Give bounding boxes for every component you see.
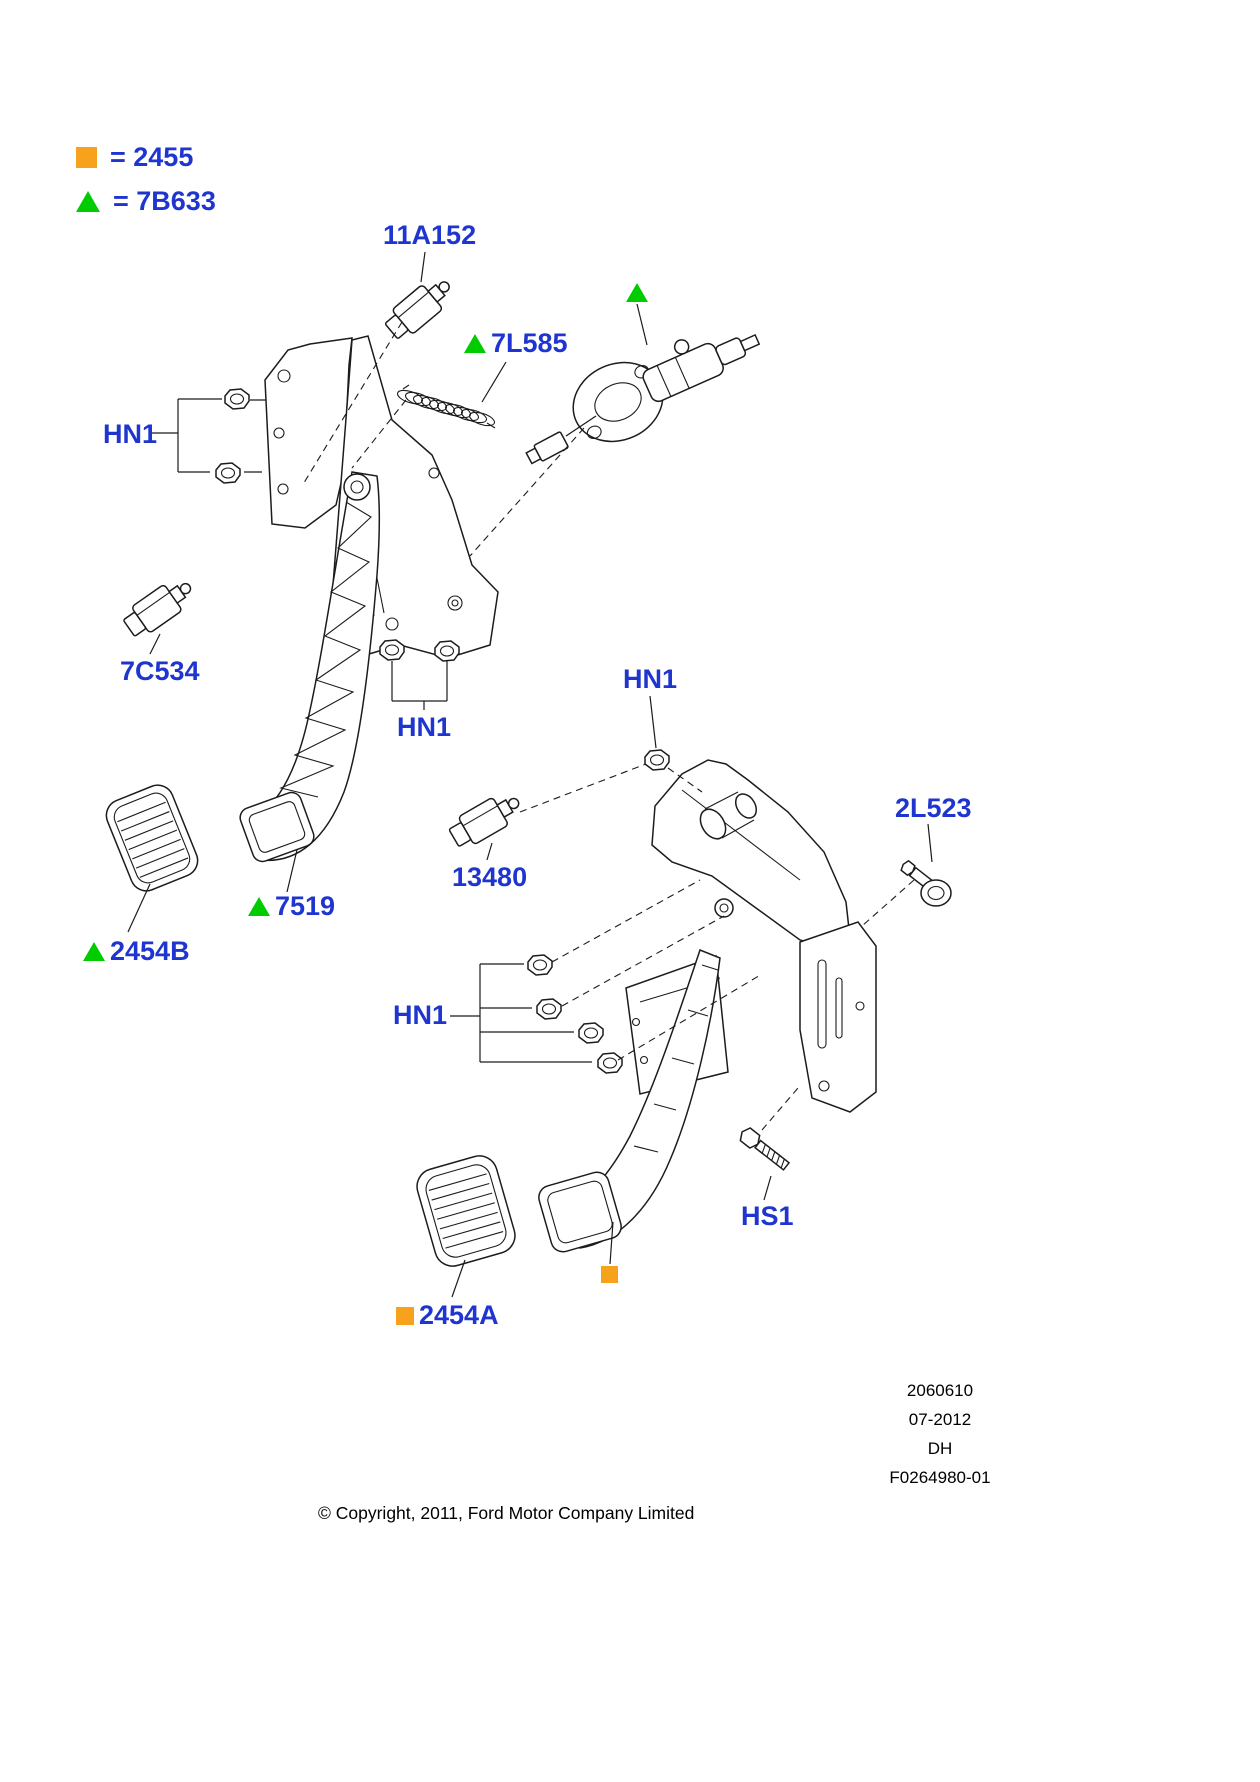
clutch-master-cylinder-drawing bbox=[525, 333, 761, 465]
legend-square-code[interactable]: = 2455 bbox=[110, 142, 194, 172]
part-number-text: 7L585 bbox=[491, 328, 568, 358]
brake-bracket-drawing bbox=[625, 759, 877, 1113]
part-label-hn1-upper[interactable]: HN1 bbox=[103, 419, 157, 450]
part-label-7519[interactable]: 7519 bbox=[248, 891, 335, 922]
part-number-text: 11A152 bbox=[383, 220, 477, 250]
part-number-text: HS1 bbox=[741, 1201, 794, 1231]
triangle-marker-icon bbox=[76, 191, 100, 212]
figure-id: F0264980-01 bbox=[889, 1468, 991, 1487]
bolt-2l523-drawing bbox=[900, 859, 952, 907]
assembly-dashed-lines bbox=[301, 321, 915, 1131]
square-marker-icon bbox=[601, 1266, 618, 1283]
part-label-2454b[interactable]: 2454B bbox=[83, 936, 190, 967]
copyright-notice: © Copyright, 2011, Ford Motor Company Li… bbox=[318, 1503, 695, 1523]
part-number-text: 7C534 bbox=[120, 656, 200, 686]
bolt-hs1-drawing bbox=[739, 1127, 791, 1171]
part-label-7l585[interactable]: 7L585 bbox=[464, 328, 568, 359]
revision-date: 07-2012 bbox=[908, 1410, 972, 1429]
part-number-text: 2454B bbox=[110, 936, 190, 966]
part-number-text: HN1 bbox=[393, 1000, 448, 1030]
part-number-text: 7519 bbox=[275, 891, 336, 921]
square-marker-icon bbox=[396, 1306, 414, 1325]
part-label-2454a[interactable]: 2454A bbox=[396, 1300, 499, 1331]
part-label-11a152[interactable]: 11A152 bbox=[383, 220, 476, 251]
part-label-13480[interactable]: 13480 bbox=[452, 862, 527, 893]
part-label-7c534[interactable]: 7C534 bbox=[120, 656, 200, 687]
brake-pedal-arm-drawing bbox=[538, 949, 721, 1253]
switch-13480-drawing bbox=[445, 786, 527, 853]
part-number-text: HN1 bbox=[103, 419, 158, 449]
legend-row-triangle: = 7B633 bbox=[76, 186, 216, 217]
legend-row-square: = 2455 bbox=[76, 142, 216, 173]
part-number-text: 13480 bbox=[452, 862, 528, 892]
part-number-text: 2454A bbox=[419, 1300, 499, 1330]
part-label-hn1-mid[interactable]: HN1 bbox=[397, 712, 451, 743]
triangle-marker-icon bbox=[248, 897, 270, 916]
part-label-2l523[interactable]: 2L523 bbox=[895, 793, 972, 824]
part-number-text: 2L523 bbox=[895, 793, 972, 823]
switch-11a152-drawing bbox=[380, 270, 460, 345]
square-marker-icon bbox=[76, 147, 97, 168]
part-number-text: HN1 bbox=[397, 712, 452, 742]
part-label-hn1-right[interactable]: HN1 bbox=[623, 664, 677, 695]
leader-lines bbox=[127, 251, 933, 1298]
part-number-text: HN1 bbox=[623, 664, 678, 694]
revision-number: 2060610 bbox=[906, 1381, 974, 1400]
triangle-marker-icon bbox=[626, 283, 648, 302]
brake-pad-2454a-drawing bbox=[416, 1155, 516, 1267]
triangle-marker-icon bbox=[464, 334, 486, 353]
legend: = 2455 = 7B633 bbox=[76, 142, 216, 230]
spring-7l585-drawing bbox=[396, 384, 496, 429]
part-label-hn1-lower[interactable]: HN1 bbox=[393, 1000, 447, 1031]
clutch-pedal-arm-drawing bbox=[239, 471, 380, 863]
triangle-marker-icon bbox=[83, 942, 105, 961]
drawing-metadata: 2060610 07-2012 DH F0264980-01 bbox=[855, 1376, 1025, 1492]
clutch-pad-2454b-drawing bbox=[105, 784, 199, 892]
legend-triangle-code[interactable]: = 7B633 bbox=[113, 186, 216, 216]
drafter-initials: DH bbox=[927, 1439, 953, 1458]
switch-7c534-drawing bbox=[119, 571, 200, 643]
part-label-hs1[interactable]: HS1 bbox=[741, 1201, 794, 1232]
